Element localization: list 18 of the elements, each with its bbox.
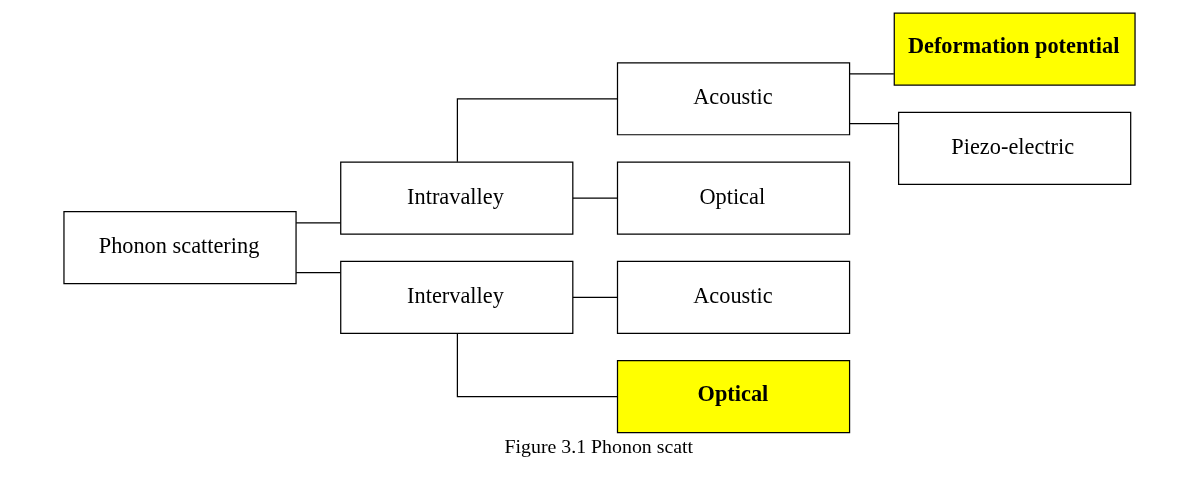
node-box: Acoustic: [616, 260, 851, 334]
node-box: Intravalley: [340, 161, 574, 235]
connector: [295, 271, 342, 274]
connector: [456, 98, 618, 163]
node-box: Piezo-electric: [898, 111, 1132, 185]
node-box: Optical: [616, 360, 851, 434]
connector: [849, 122, 899, 125]
node-box: Optical: [616, 161, 851, 235]
node-box: Acoustic: [616, 62, 851, 136]
connector: [849, 73, 895, 75]
connector: [572, 296, 618, 298]
caption: Figure 3.1 Phonon scatt: [504, 435, 694, 458]
connector: [572, 197, 618, 199]
node-box: Phonon scattering: [63, 211, 297, 285]
node-box: Deformation potential: [893, 12, 1136, 86]
node-box: Intervalley: [340, 260, 574, 334]
connector: [456, 333, 618, 398]
connector: [295, 222, 342, 224]
